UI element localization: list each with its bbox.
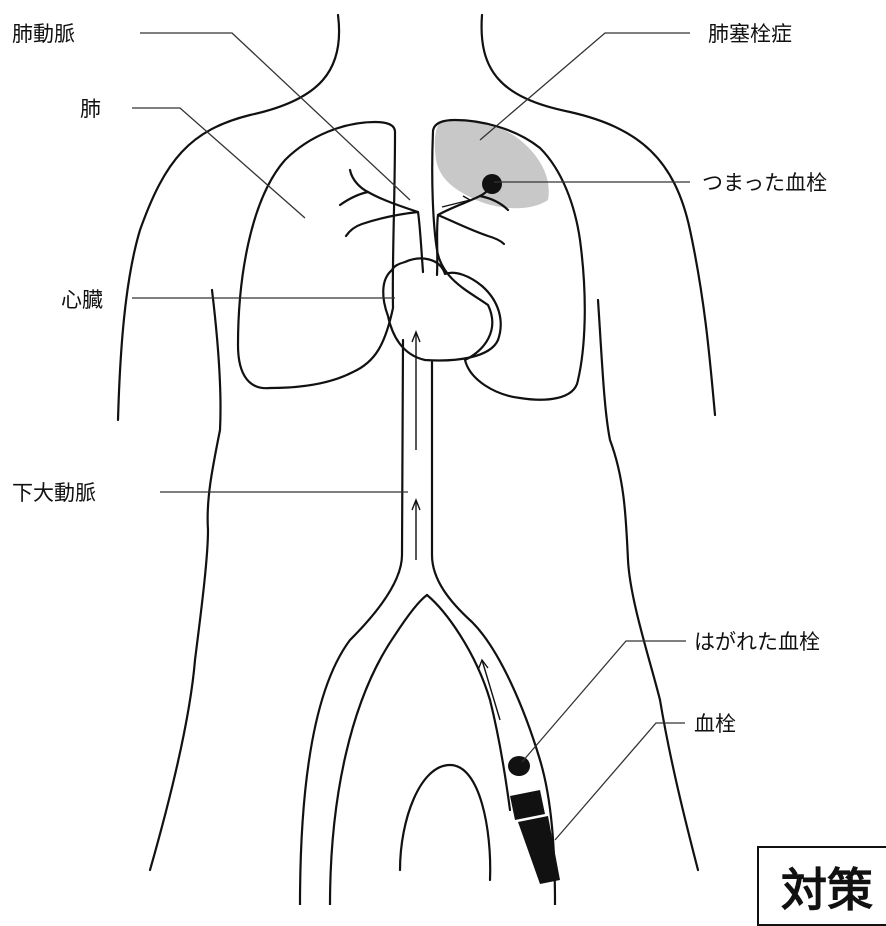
- embolism-area: [435, 120, 549, 208]
- label-lung: 肺: [80, 97, 101, 121]
- leader-lines: [132, 33, 690, 840]
- label-clot: 血栓: [694, 712, 736, 736]
- corner-heading: 対策: [781, 854, 873, 920]
- label-inferior-vessel: 下大動脈: [12, 481, 96, 505]
- detached-clot: [508, 756, 530, 776]
- lodged-clot: [482, 174, 502, 194]
- label-detached-clot: はがれた血栓: [694, 630, 820, 654]
- label-lodged-clot: つまった血栓: [702, 171, 827, 195]
- left-lung: [238, 122, 395, 388]
- embolism-diagram: 肺動脈 肺 心臓 下大動脈 肺塞栓症 つまった血栓 はがれた血栓 血栓: [0, 0, 886, 905]
- label-pulmonary-embolism: 肺塞栓症: [708, 22, 792, 46]
- label-heart: 心臓: [61, 288, 103, 312]
- label-pulmonary-artery: 肺動脈: [12, 22, 75, 46]
- corner-heading-box: 対策: [757, 846, 886, 926]
